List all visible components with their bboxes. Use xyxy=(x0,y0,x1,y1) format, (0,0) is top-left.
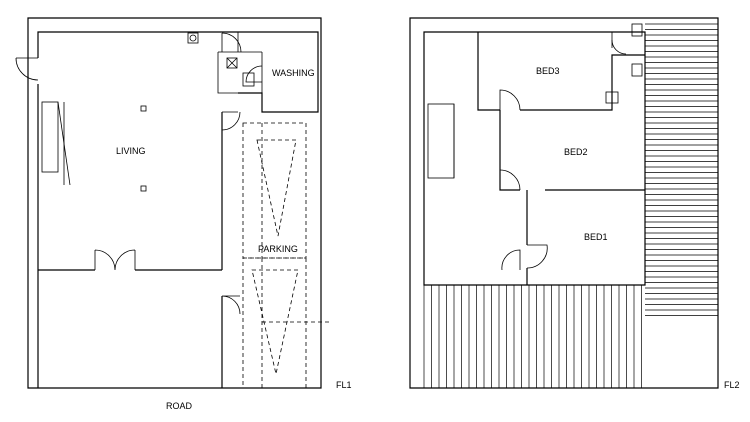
bed3-door xyxy=(499,89,521,111)
bed3-walls xyxy=(477,32,645,111)
toilet-fixture xyxy=(242,72,255,87)
room-label-washing: WASHING xyxy=(272,68,315,78)
sink-fixture xyxy=(187,32,199,44)
sink-fixture-2f xyxy=(605,91,619,104)
room-label-bed1: BED1 xyxy=(584,232,608,242)
room-label-bed2: BED2 xyxy=(564,147,588,157)
entry-door xyxy=(15,57,39,81)
bed2-walls xyxy=(499,110,645,191)
parking-dashed-zones xyxy=(242,122,330,389)
room-label-bed3: BED3 xyxy=(536,66,560,76)
room-label-living: LIVING xyxy=(116,146,146,156)
bed1-door xyxy=(526,244,548,269)
washing-door xyxy=(221,32,242,53)
living-corridor-door xyxy=(221,111,241,131)
floor2-inner-outline xyxy=(423,31,646,286)
balcony-hatch-right xyxy=(645,23,718,316)
room-label-parking: PARKING xyxy=(258,244,298,254)
balcony-hatch-bottom xyxy=(423,285,642,388)
lower-corridor-door xyxy=(221,295,241,315)
floor1-plan: LIVING WASHING PARKING ROAD FL1 xyxy=(15,17,352,411)
washing-door-2 xyxy=(245,65,263,83)
washer-fixture xyxy=(226,57,238,69)
floor2-plan: BED3 BED2 BED1 FL2 xyxy=(409,17,740,390)
toilet-fixture-upper xyxy=(631,23,643,37)
corridor-door xyxy=(501,249,521,271)
floor2-tag: FL2 xyxy=(724,380,740,390)
road-label: ROAD xyxy=(166,401,193,411)
living-double-door xyxy=(94,249,136,271)
floor2-stairs xyxy=(427,103,455,179)
floor2-outer-wall xyxy=(409,17,719,389)
toilet-fixture-lower xyxy=(631,63,643,77)
floor1-stairs xyxy=(41,101,71,186)
bed2-door xyxy=(499,169,521,191)
washing-room-walls xyxy=(217,32,263,94)
floor1-outer-wall xyxy=(27,17,322,389)
floor1-tag: FL1 xyxy=(336,380,352,390)
bath-door xyxy=(611,39,627,55)
